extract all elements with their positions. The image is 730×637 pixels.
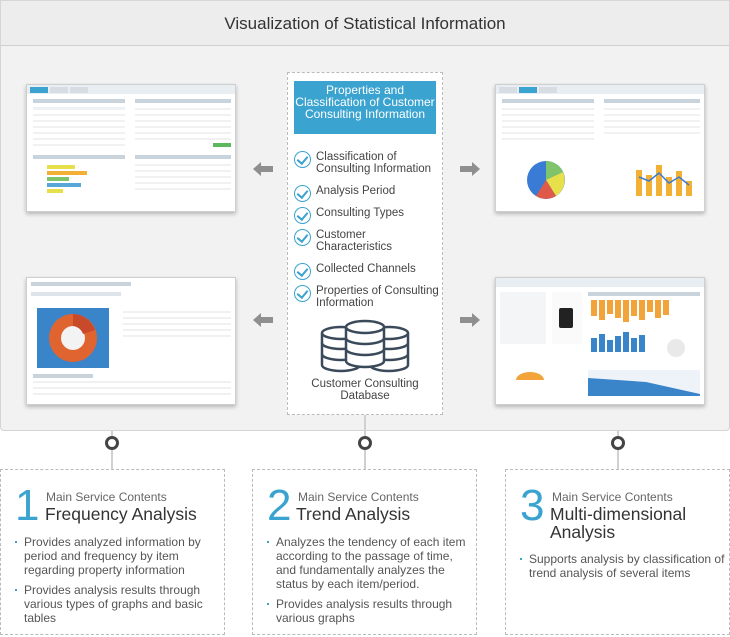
card-bullet: Provides analysis results through variou… [267,597,472,625]
page-title: Visualization of Statistical Information [224,14,506,33]
properties-list: Classification of Consulting Information… [294,151,440,319]
title-bar: Visualization of Statistical Information [0,0,730,46]
card-number: 2 [267,481,292,530]
screenshot-multidimensional-image [496,278,704,396]
check-icon [294,229,311,246]
card-subtitle: Main Service Contents [298,490,419,504]
check-icon [294,263,311,280]
properties-heading: Properties and Classification of Custome… [294,81,436,134]
card-title: Trend Analysis [296,504,411,524]
card-number: 1 [15,481,40,530]
card-bullet: Analyzes the tendency of each item accor… [267,535,472,591]
card-bullet: Provides analysis results through variou… [15,583,220,625]
property-item: Properties of Consulting Information [294,285,440,309]
connector-line [617,431,619,436]
card-subtitle: Main Service Contents [46,490,167,504]
arrow-left-icon [253,313,273,327]
property-item: Customer Characteristics [294,229,440,253]
property-item: Consulting Types [294,207,440,224]
property-item: Analysis Period [294,185,440,202]
arrow-right-icon [460,162,480,176]
service-card-multidimensional: 3 Main Service Contents Multi-dimensiona… [505,469,730,635]
check-icon [294,285,311,302]
connector-line [617,450,619,469]
card-title: Multi-dimensional Analysis [550,504,687,542]
connector-ring [105,436,119,450]
card-bullet: Supports analysis by classification of t… [520,552,725,580]
service-card-trend: 2 Main Service Contents Trend Analysis A… [252,469,477,635]
check-icon [294,185,311,202]
card-title: Frequency Analysis [45,504,197,524]
service-card-frequency: 1 Main Service Contents Frequency Analys… [0,469,225,635]
card-subtitle: Main Service Contents [552,490,673,504]
arrow-left-icon [253,162,273,176]
screenshot-trend-charts-image [496,85,704,199]
card-bullets: Supports analysis by classification of t… [520,552,725,586]
screenshot-frequency-table [26,84,236,212]
property-item: Classification of Consulting Information [294,151,440,175]
connector-ring [358,436,372,450]
property-item: Collected Channels [294,263,440,280]
card-bullets: Analyzes the tendency of each item accor… [267,535,472,631]
screenshot-frequency-table-image [27,85,235,193]
check-icon [294,151,311,168]
screenshot-donut-chart-image [31,282,231,395]
database-icon [319,319,411,375]
card-bullets: Provides analyzed information by period … [15,535,220,631]
connector-line [364,415,366,436]
screenshot-multidimensional [495,277,705,405]
connector-line [111,431,113,436]
card-number: 3 [520,481,545,530]
arrow-right-icon [460,313,480,327]
connector-ring [611,436,625,450]
database-label: Customer Consulting Database [311,378,419,402]
connector-line [364,450,366,469]
screenshot-trend-charts [495,84,705,212]
check-icon [294,207,311,224]
connector-line [111,450,113,469]
properties-panel: Properties and Classification of Custome… [287,72,443,415]
screenshot-donut-chart [26,277,236,405]
card-bullet: Provides analyzed information by period … [15,535,220,577]
